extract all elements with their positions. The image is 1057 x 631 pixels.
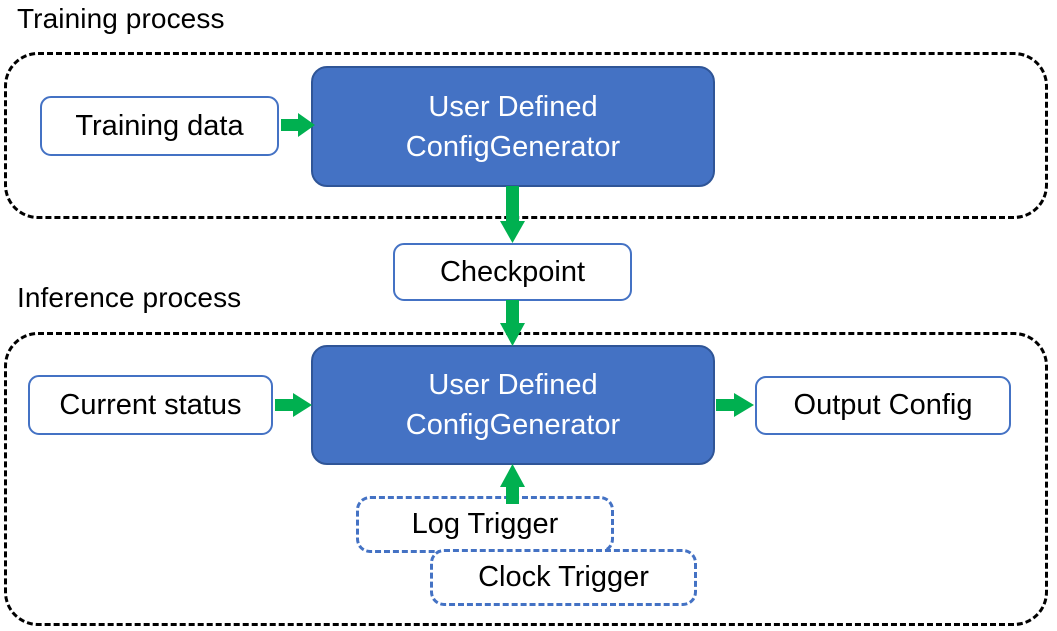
node-user-defined-configgenerator-inference[interactable]: User Defined ConfigGenerator [311,345,715,465]
generator-training-line2: ConfigGenerator [405,130,621,163]
inference-process-group [4,332,1048,626]
node-clock-trigger[interactable]: Clock Trigger [430,549,697,606]
training-process-title: Training process [17,3,225,34]
node-output-config[interactable]: Output Config [755,376,1011,435]
generator-inference-line2: ConfigGenerator [405,409,621,441]
generator-inference-line1: User Defined [428,369,598,401]
node-checkpoint[interactable]: Checkpoint [393,243,632,301]
node-log-trigger[interactable]: Log Trigger [356,496,614,553]
generator-training-line1: User Defined [428,90,598,123]
inference-process-title: Inference process [17,282,242,313]
node-training-data[interactable]: Training data [40,96,279,156]
node-current-status[interactable]: Current status [28,375,273,435]
training-process-group [4,52,1048,219]
node-user-defined-configgenerator-training[interactable]: User Defined ConfigGenerator [311,66,715,187]
